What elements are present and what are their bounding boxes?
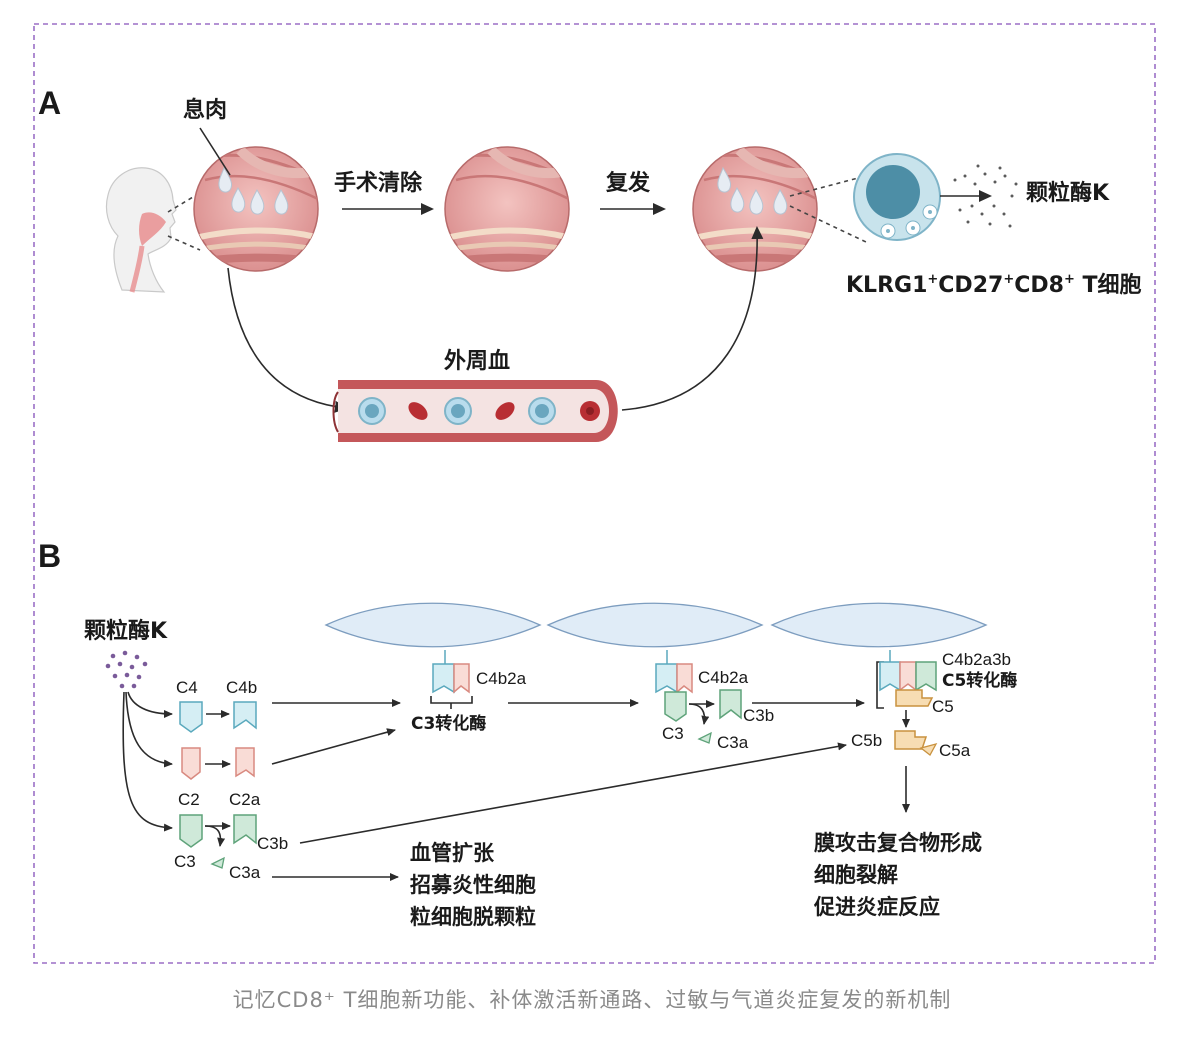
c3a-label-2: C3a [717, 733, 749, 752]
effect-recruit-cells: 招募炎性细胞 [410, 873, 536, 897]
c5b-label: C5b [851, 731, 882, 750]
human-head-icon [105, 167, 177, 293]
c4b2a-1-c4b-shape [432, 663, 455, 694]
c3a-2-shape [697, 731, 712, 744]
nasal-cavity-circle-polyps [193, 146, 319, 272]
tissue-to-blood-arrow [227, 267, 348, 413]
c4b2a-2-c4b-shape [655, 663, 678, 694]
c3a-label: C3a [229, 863, 261, 882]
granzyme-to-c4-arrow [127, 691, 173, 718]
effect-cell-lysis: 细胞裂解 [814, 863, 898, 887]
c3b-label-2: C3b [743, 706, 774, 725]
nasal-cavity-circle-cleared [444, 146, 570, 272]
c2a-to-convertase-arrow [271, 728, 396, 765]
zoom-line-bottom [167, 235, 201, 251]
c3-label-2: C3 [662, 724, 684, 743]
c3-label: C3 [174, 852, 196, 871]
c4b2a3b-c4b-shape [879, 661, 901, 692]
zoom-line-cell-bottom [789, 205, 867, 243]
c3-shape [179, 814, 203, 848]
c3b-to-c5b-arrow [299, 742, 847, 844]
granzyme-particles-a [953, 164, 1018, 228]
c4b2a3b-label: C4b2a3b [942, 650, 1011, 669]
c4b-label: C4b [226, 678, 257, 697]
granzyme-particles-b [105, 650, 148, 689]
effect-inflammation: 促进炎症反应 [813, 895, 940, 919]
effects-list-2: 膜攻击复合物形成 细胞裂解 促进炎症反应 [813, 831, 982, 919]
c4b-shape [233, 701, 257, 730]
c5-bound-shape [895, 689, 934, 707]
c4b2a-1-c2a-shape [453, 663, 470, 694]
c5-label: C5 [932, 697, 954, 716]
polyp-pointer-line [199, 127, 231, 176]
c3b-label: C3b [257, 834, 288, 853]
c3a-shape [210, 856, 225, 869]
blood-cells [358, 397, 600, 425]
polyp-drops [218, 166, 289, 215]
panel-b-letter: B [38, 538, 61, 574]
membrane-3 [770, 602, 988, 648]
effect-degranulation: 粒细胞脱颗粒 [410, 905, 536, 929]
c3-bound-shape [664, 691, 687, 722]
panel-a-letter: A [38, 85, 61, 121]
surgery-label: 手术清除 [334, 170, 423, 196]
c2-label: C2 [178, 790, 200, 809]
effect-vasodilation: 血管扩张 [410, 841, 495, 865]
blood-vessel [332, 380, 618, 442]
c5a-shape [919, 742, 938, 756]
polyp-label: 息肉 [183, 97, 227, 123]
relapse-label: 复发 [605, 170, 651, 196]
c4-shape [179, 701, 203, 733]
c4b2a3b-c3b-shape [915, 661, 937, 692]
c2-shape [181, 747, 201, 780]
figure-frame [33, 23, 1156, 964]
c2a-shape [235, 747, 255, 778]
membrane-1 [324, 602, 542, 648]
granzyme-k-label-a: 颗粒酶K [1026, 180, 1110, 206]
zoom-line-top [167, 193, 199, 213]
zoom-line-cell-top [789, 177, 859, 197]
blood-label: 外周血 [444, 348, 510, 374]
nasal-cavity-circle-relapse [692, 146, 818, 272]
c4b2a-2-c2a-shape [676, 663, 693, 694]
c4-label: C4 [176, 678, 198, 697]
granzyme-k-label-b: 颗粒酶K [84, 618, 168, 644]
effect-mac-formation: 膜攻击复合物形成 [814, 831, 982, 855]
relapse-polyp-drops [717, 166, 788, 215]
c4b2a3b-c2a-shape [899, 661, 917, 692]
c3-convertase-label: C3转化酶 [411, 713, 486, 734]
t-cell-icon [853, 153, 941, 241]
c5-convertase-label: C5转化酶 [942, 670, 1017, 691]
t-cell-label: KLRG1+CD27+CD8+ T细胞 [846, 272, 1142, 298]
c3-cleavage-arrow [204, 825, 226, 847]
c3b-2-shape [719, 689, 742, 720]
c4b2a-label-2: C4b2a [698, 668, 749, 687]
c3b-shape [233, 814, 257, 845]
c5b-shape [894, 730, 928, 750]
c3-bound-cleavage-arrow [688, 703, 710, 725]
convertase-bracket-1 [430, 696, 473, 704]
c4b2a-label-1: C4b2a [476, 669, 527, 688]
c2a-label: C2a [229, 790, 261, 809]
granzyme-to-c2-arrow [125, 691, 173, 768]
effects-list-1: 血管扩张 招募炎性细胞 粒细胞脱颗粒 [410, 841, 536, 929]
blood-to-tissue-arrow [621, 226, 764, 411]
figure-caption: 记忆CD8⁺ T细胞新功能、补体激活新通路、过敏与气道炎症复发的新机制 [232, 988, 952, 1012]
c5a-label: C5a [939, 741, 971, 760]
membrane-2 [546, 602, 764, 648]
granzyme-to-c3-arrow [122, 691, 173, 832]
